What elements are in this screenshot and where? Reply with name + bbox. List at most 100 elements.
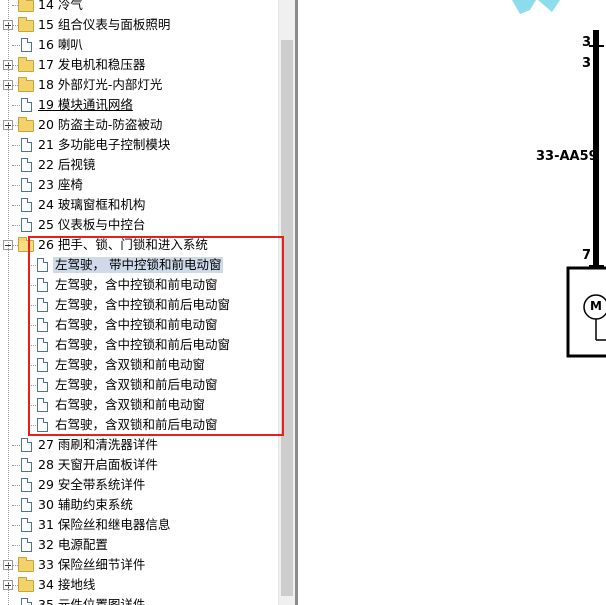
tree-item[interactable]: 31 保险丝和继电器信息 <box>0 515 278 535</box>
folder-icon <box>18 557 34 572</box>
tree-panel: 14 冷气 15 组合仪表与面板照明 16 喇叭 17 发电机和稳压器 18 外部灯光-… <box>0 0 278 605</box>
tree-item[interactable]: 18 外部灯光-内部灯光 <box>0 75 278 95</box>
tree-connector <box>28 265 36 266</box>
tree-child-item[interactable]: 左驾驶，含中控锁和前电动窗 <box>0 275 278 295</box>
pane-splitter[interactable] <box>295 0 298 605</box>
pin-label-top-b: 3 <box>582 56 592 71</box>
tree-connector <box>28 345 36 346</box>
tree-child-item[interactable]: 左驾驶，含双锁和前后电动窗 <box>0 375 278 395</box>
tree-item-label: 右驾驶，含双锁和前后电动窗 <box>55 417 218 432</box>
tree-connector <box>12 125 20 126</box>
tree-item[interactable]: 16 喇叭 <box>0 35 278 55</box>
document-icon <box>21 218 32 232</box>
tree-item[interactable]: 20 防盗主动-防盗被动 <box>0 115 278 135</box>
tree-connector <box>12 245 20 246</box>
document-icon <box>21 458 32 472</box>
tree-item[interactable]: 14 冷气 <box>0 0 278 15</box>
folder-icon <box>18 17 34 32</box>
tree-connector <box>12 145 20 146</box>
tree-connector <box>12 165 20 166</box>
folder-open-icon <box>18 237 34 252</box>
document-icon <box>37 338 48 352</box>
tree-connector <box>12 525 20 526</box>
tree-item[interactable]: 29 安全带系统详件 <box>0 475 278 495</box>
tree-item-label: 27 雨刷和清洗器详件 <box>38 437 158 452</box>
tree-child-item[interactable]: 左驾驶，含双锁和前电动窗 <box>0 355 278 375</box>
tree-item-label: 35 元件位置图详件 <box>38 597 146 605</box>
tree-connector <box>12 185 20 186</box>
tree-item-label: 右驾驶，含双锁和前电动窗 <box>55 397 206 412</box>
tree-item[interactable]: 25 仪表板与中控台 <box>0 215 278 235</box>
tree-connector <box>12 205 20 206</box>
tree-child-item[interactable]: 左驾驶， 带中控锁和前电动窗 <box>0 255 278 275</box>
document-icon <box>37 378 48 392</box>
vertical-scrollbar[interactable] <box>278 0 295 605</box>
tree-child-item[interactable]: 右驾驶，含中控锁和前电动窗 <box>0 315 278 335</box>
tree-item[interactable]: 35 元件位置图详件 <box>0 595 278 605</box>
document-icon <box>37 398 48 412</box>
tree-item[interactable]: 26 把手、锁、门锁和进入系统 <box>0 235 278 255</box>
folder-icon <box>18 57 34 72</box>
scrollbar-thumb[interactable] <box>281 40 293 596</box>
tree-item[interactable]: 23 座椅 <box>0 175 278 195</box>
tree-child-item[interactable]: 右驾驶，含双锁和前后电动窗 <box>0 415 278 435</box>
tree-connector <box>12 5 20 6</box>
tree-connector <box>28 285 36 286</box>
document-icon <box>21 478 32 492</box>
tree-item-label: 左驾驶，含双锁和前电动窗 <box>55 357 206 372</box>
tree-item-label: 15 组合仪表与面板照明 <box>38 17 171 32</box>
tree-item[interactable]: 27 雨刷和清洗器详件 <box>0 435 278 455</box>
tree-item-label: 34 接地线 <box>38 577 96 592</box>
tree-item[interactable]: 32 电源配置 <box>0 535 278 555</box>
tree-child-item[interactable]: 右驾驶，含中控锁和前后电动窗 <box>0 335 278 355</box>
folder-icon <box>18 77 34 92</box>
document-icon <box>21 178 32 192</box>
tree-item-label: 14 冷气 <box>38 0 83 12</box>
tree-item[interactable]: 17 发电机和稳压器 <box>0 55 278 75</box>
tree-item[interactable]: 19 模块通讯网络 <box>0 95 278 115</box>
tree-connector <box>12 505 20 506</box>
tree-connector <box>12 545 20 546</box>
tree-connector <box>12 565 20 566</box>
tree-item[interactable]: 24 玻璃窗框和机构 <box>0 195 278 215</box>
document-icon <box>21 158 32 172</box>
tree-item-label: 17 发电机和稳压器 <box>38 57 146 72</box>
tree-connector <box>12 445 20 446</box>
folder-icon <box>18 0 34 12</box>
wiring-diagram-canvas <box>512 0 606 358</box>
tree-item-label: 31 保险丝和继电器信息 <box>38 517 171 532</box>
tree-connector <box>12 65 20 66</box>
tree-connector <box>28 425 36 426</box>
tree-item[interactable]: 28 天窗开启面板详件 <box>0 455 278 475</box>
document-icon <box>37 258 48 272</box>
tree-child-item[interactable]: 右驾驶，含双锁和前电动窗 <box>0 395 278 415</box>
tree-connector <box>28 325 36 326</box>
tree-connector <box>28 365 36 366</box>
tree-item-label: 20 防盗主动-防盗被动 <box>38 117 163 132</box>
tree-item[interactable]: 34 接地线 <box>0 575 278 595</box>
tree-item-label: 33 保险丝细节详件 <box>38 557 146 572</box>
tree-item-label: 19 模块通讯网络 <box>38 97 133 112</box>
tree-item-label: 左驾驶，含中控锁和前后电动窗 <box>55 297 231 312</box>
tree-item-label: 32 电源配置 <box>38 537 108 552</box>
tree-subtrunk-line <box>28 255 29 427</box>
tree-connector <box>12 485 20 486</box>
tree-item-label: 右驾驶，含中控锁和前后电动窗 <box>55 337 231 352</box>
folder-icon <box>18 117 34 132</box>
document-icon <box>21 538 32 552</box>
tree-connector <box>28 385 36 386</box>
tree-trunk-line <box>8 0 9 605</box>
tree-item[interactable]: 33 保险丝细节详件 <box>0 555 278 575</box>
tree-item-label: 左驾驶，含中控锁和前电动窗 <box>55 277 218 292</box>
selected-item-label: 左驾驶， 带中控锁和前电动窗 <box>53 257 224 273</box>
motor-box <box>566 266 606 358</box>
tree-connector <box>12 25 20 26</box>
document-icon <box>21 38 32 52</box>
tree-item[interactable]: 21 多功能电子控制模块 <box>0 135 278 155</box>
tree-child-item[interactable]: 左驾驶，含中控锁和前后电动窗 <box>0 295 278 315</box>
tree-item[interactable]: 22 后视镜 <box>0 155 278 175</box>
tree-item[interactable]: 30 辅助约束系统 <box>0 495 278 515</box>
tree-item-label: 26 把手、锁、门锁和进入系统 <box>38 237 208 252</box>
tree-item[interactable]: 15 组合仪表与面板照明 <box>0 15 278 35</box>
motor-symbol: M <box>590 299 602 313</box>
